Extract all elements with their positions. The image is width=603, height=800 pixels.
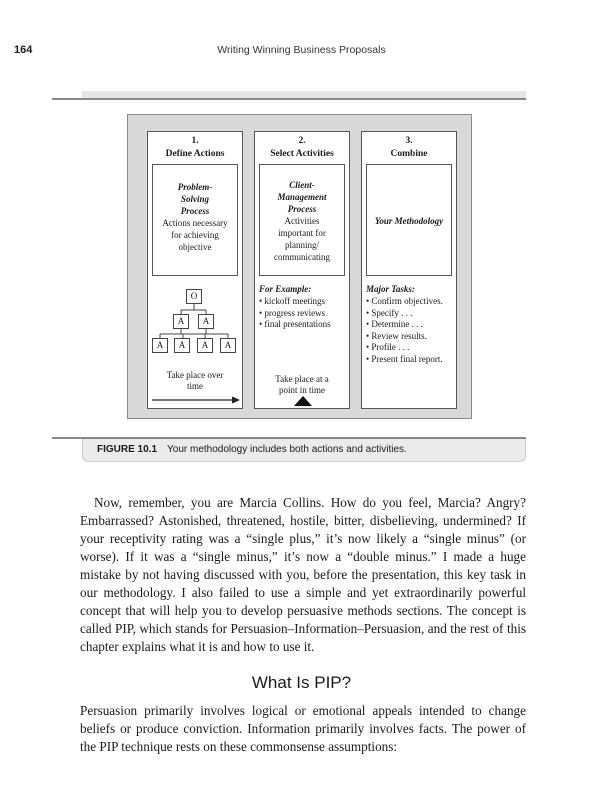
figure-bottom-rule <box>52 437 526 439</box>
figure-10-1: 1. Define Actions Problem- Solving Proce… <box>127 114 472 419</box>
timeline-arrow-icon <box>152 396 240 404</box>
process-description: Actions necessary for achieving objectiv… <box>162 218 228 252</box>
column-number: 3. <box>405 136 413 146</box>
list-item: • Review results. <box>366 330 427 341</box>
tree-connectors <box>159 304 229 338</box>
list-item: • final presentations <box>259 319 331 329</box>
point-triangle-icon <box>294 396 312 406</box>
list-item: • Determine . . . <box>366 319 423 329</box>
section-heading: What Is PIP? <box>251 673 352 692</box>
list-title: Major Tasks: <box>366 284 415 294</box>
column-title: Select Activities <box>270 149 334 159</box>
column-define-actions: 1. Define Actions Problem- Solving Proce… <box>147 131 243 409</box>
list-item: • Present final report. <box>366 353 443 364</box>
tree-node-bottom: A <box>152 338 168 353</box>
figure-caption: FIGURE 10.1 Your methodology includes bo… <box>82 439 526 462</box>
column-select-activities: 2. Select Activities Client- Management … <box>254 131 350 409</box>
column-title: Combine <box>390 149 428 159</box>
tree-node-middle: A <box>198 314 214 329</box>
list-item: • Specify . . . <box>366 307 413 318</box>
caption-label: FIGURE 10.1 <box>97 444 158 455</box>
process-box: Problem- Solving Process Actions necessa… <box>152 164 238 276</box>
figure-top-rule <box>52 98 526 100</box>
page-number: 164 <box>14 44 33 56</box>
list-title: For Example: <box>259 284 312 294</box>
body-paragraph: Now, remember, you are Marcia Collins. H… <box>80 495 526 654</box>
methodology-box: Your Methodology <box>366 164 452 276</box>
tree-node-bottom: A <box>174 338 190 353</box>
process-title: Problem- Solving Process <box>177 182 213 216</box>
methodology-title: Your Methodology <box>374 216 444 226</box>
column-number: 1. <box>191 136 199 146</box>
tree-node-top: O <box>186 289 202 304</box>
timing-note: Take place over time <box>166 370 224 391</box>
process-box: Client- Management Process Activities im… <box>259 164 345 276</box>
task-list: • Confirm objectives. • Specify . . . • … <box>366 296 443 365</box>
timing-note: Take place at a point in time <box>275 374 329 395</box>
column-number: 2. <box>298 136 306 146</box>
figure-top-shade <box>82 91 526 99</box>
running-head: Writing Winning Business Proposals <box>217 44 386 56</box>
list-item: • progress reviews <box>259 307 326 318</box>
list-item: • Profile . . . <box>366 342 410 352</box>
tree-node-bottom: A <box>220 338 236 353</box>
tree-node-bottom: A <box>197 338 213 353</box>
example-list: • kickoff meetings • progress reviews • … <box>259 296 331 331</box>
process-description: Activities important for planning/ commu… <box>274 216 330 262</box>
column-title: Define Actions <box>165 149 225 159</box>
list-item: • Confirm objectives. <box>366 296 443 306</box>
process-title: Client- Management Process <box>277 180 327 214</box>
body-paragraph: Persuasion primarily involves logical or… <box>80 703 526 754</box>
caption-text: Your methodology includes both actions a… <box>167 444 407 455</box>
list-item: • kickoff meetings <box>259 296 325 306</box>
column-combine: 3. Combine Your Methodology Major Tasks:… <box>361 131 457 409</box>
tree-node-middle: A <box>173 314 189 329</box>
